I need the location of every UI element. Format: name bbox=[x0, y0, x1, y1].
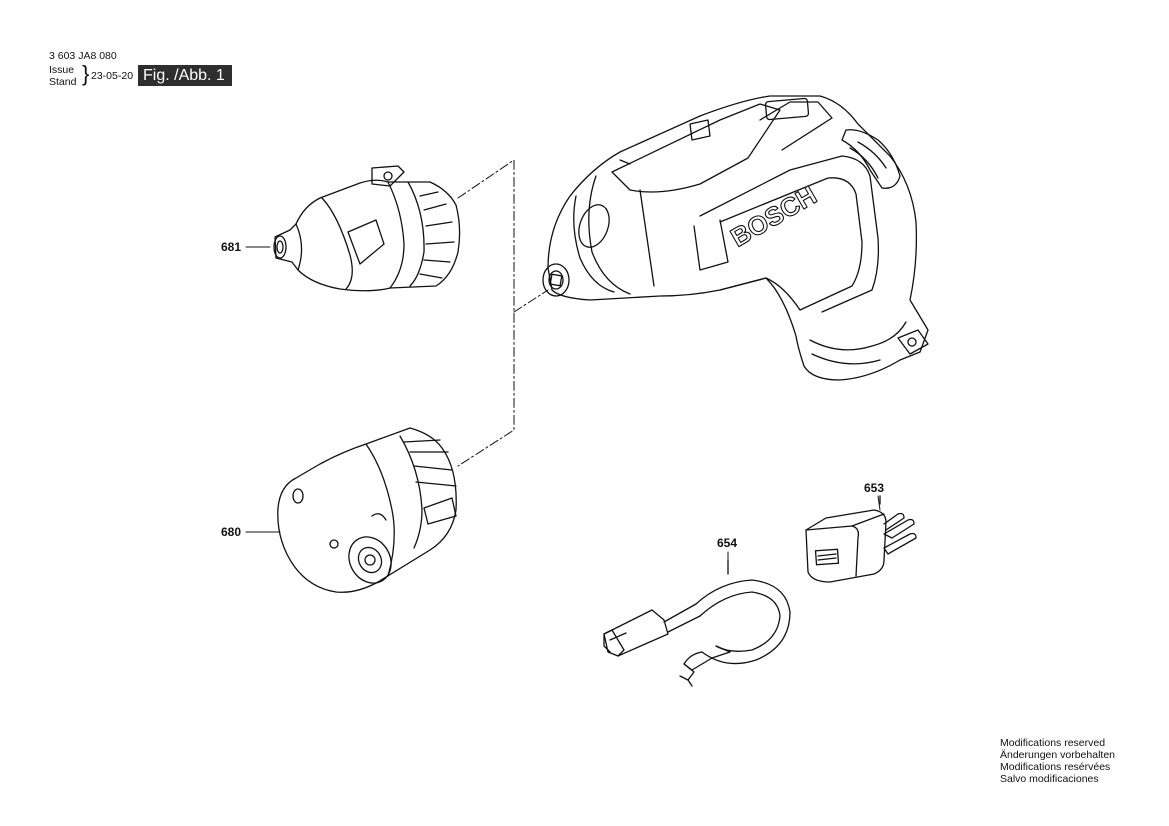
callout-leaders bbox=[245, 246, 881, 573]
modifications-line-fr: Modifications resérvées bbox=[1000, 761, 1111, 773]
callout-680: 680 bbox=[221, 525, 242, 539]
issue-label: Issue bbox=[49, 64, 75, 76]
part-653-charger bbox=[805, 495, 917, 583]
issue-date: 23-05-20 bbox=[91, 70, 134, 82]
part-number: 3 603 JA8 080 bbox=[49, 50, 117, 62]
callout-653: 653 bbox=[864, 481, 885, 495]
figure-label: Fig. /Abb. 1 bbox=[138, 65, 232, 86]
modifications-line-en: Modifications reserved bbox=[1000, 737, 1106, 749]
callout-681: 681 bbox=[221, 240, 242, 254]
part-681-chuck-adapter bbox=[273, 165, 461, 292]
part-654-usb-cable bbox=[603, 559, 791, 687]
screwdriver-body bbox=[542, 95, 929, 381]
modifications-line-de: Änderungen vorbehalten bbox=[1000, 749, 1116, 761]
stand-label: Stand bbox=[49, 76, 77, 88]
brace-glyph: } bbox=[82, 61, 90, 86]
callout-654: 654 bbox=[717, 536, 738, 550]
modifications-notice: Modifications reserved Änderungen vorbeh… bbox=[1000, 737, 1115, 785]
modifications-line-es: Salvo modificaciones bbox=[1000, 773, 1099, 785]
part-680-angle-adapter bbox=[277, 427, 457, 593]
assembly-lines bbox=[457, 159, 549, 467]
issue-stand-label: Issue Stand bbox=[49, 64, 76, 88]
